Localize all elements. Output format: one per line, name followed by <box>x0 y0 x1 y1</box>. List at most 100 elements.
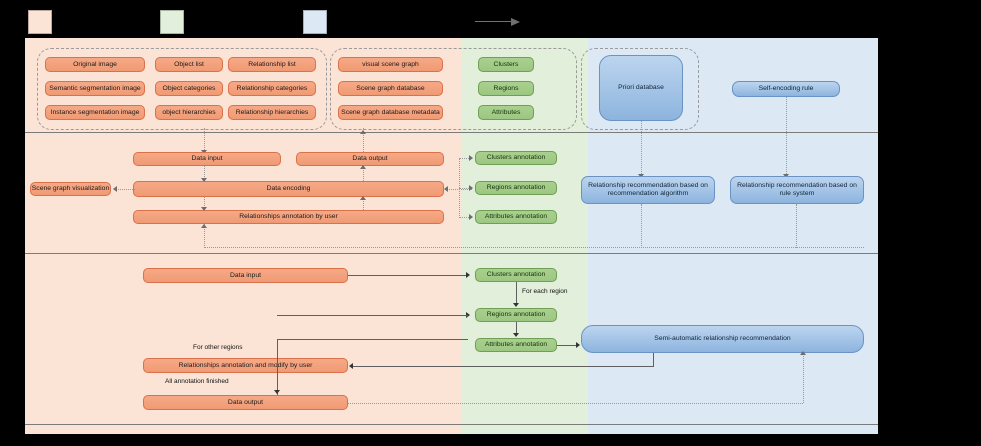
legend <box>0 8 981 36</box>
node-semi-automatic-recommendation[interactable]: Semi-automatic relationship recommendati… <box>581 325 864 353</box>
connector-clusters-to-regions-row3 <box>516 282 517 306</box>
node-regions[interactable]: Regions <box>478 81 534 96</box>
connector-feedback-h <box>204 247 864 248</box>
connector-objects-to-datainput <box>204 128 205 152</box>
row-separator-1 <box>25 132 878 133</box>
arrowhead-clusters-row3 <box>466 272 470 278</box>
connector-other-regions-h <box>277 339 468 340</box>
label-for-other-regions: For other regions <box>193 344 243 351</box>
node-attributes-annotation-row3[interactable]: Attributes annotation <box>475 338 557 352</box>
arrowhead-regions-row3-left <box>466 312 470 318</box>
legend-item-arrow <box>475 8 529 36</box>
arrowhead-relann-feedback <box>201 224 207 228</box>
connector-bus-to-attributes <box>459 217 471 218</box>
node-instance-segmentation-image[interactable]: Instance segmentation image <box>45 105 145 120</box>
connector-output-feedback-v <box>803 353 804 403</box>
node-clusters[interactable]: Clusters <box>478 57 534 72</box>
connector-scene-to-dataoutput <box>363 128 364 152</box>
node-relationships-modify-by-user[interactable]: Relationships annotation and modify by u… <box>143 358 348 373</box>
node-self-encoding-rule[interactable]: Self-encoding rule <box>732 81 840 97</box>
connector-input-to-clusters-row3 <box>348 275 468 276</box>
node-attributes[interactable]: Attributes <box>478 105 534 120</box>
node-row2-data-input[interactable]: Data input <box>133 152 281 166</box>
node-regions-annotation-row3[interactable]: Regions annotation <box>475 308 557 322</box>
connector-regions-to-attributes-row3 <box>516 322 517 336</box>
legend-item-green <box>160 8 192 36</box>
connector-rec-rule-down <box>796 204 797 248</box>
arrowhead-encoding-left <box>444 186 448 192</box>
connector-encoding-to-visualization <box>115 189 135 190</box>
node-object-hierarchies[interactable]: object hierarchies <box>155 105 223 120</box>
node-original-image[interactable]: Original image <box>45 57 145 72</box>
arrowhead-clusters-row2 <box>469 155 473 161</box>
node-attributes-annotation-row2[interactable]: Attributes annotation <box>475 210 557 224</box>
node-row3-data-input[interactable]: Data input <box>143 268 348 283</box>
blue-swatch-icon <box>303 10 327 34</box>
connector-attributes-to-semiauto <box>557 345 579 346</box>
arrowhead-visualization-left <box>113 186 117 192</box>
legend-item-blue <box>303 8 335 36</box>
node-relationship-categories[interactable]: Relationship categories <box>228 81 316 96</box>
node-visual-scene-graph[interactable]: visual scene graph <box>338 57 443 72</box>
group-priori <box>581 48 699 130</box>
connector-bus-to-regions <box>459 188 471 189</box>
green-swatch-icon <box>160 10 184 34</box>
row-separator-2 <box>25 253 878 254</box>
node-clusters-annotation-row3[interactable]: Clusters annotation <box>475 268 557 282</box>
connector-rec-algorithm-down <box>641 204 642 248</box>
node-relationship-list[interactable]: Relationship list <box>228 57 316 72</box>
connector-encoding-to-output <box>363 166 364 181</box>
arrow-right-icon <box>475 16 521 28</box>
node-regions-annotation-row2[interactable]: Regions annotation <box>475 181 557 195</box>
node-object-list[interactable]: Object list <box>155 57 223 72</box>
connector-other-regions-v <box>277 339 278 395</box>
connector-rule-to-rec-rule <box>786 97 787 176</box>
arrowhead-encoding-down <box>201 178 207 182</box>
connector-semiauto-to-modify <box>353 366 654 367</box>
node-clusters-annotation-row2[interactable]: Clusters annotation <box>475 151 557 165</box>
node-scene-graph-visualization[interactable]: Scene graph visualization <box>30 182 111 196</box>
pink-swatch-icon <box>28 10 52 34</box>
node-data-encoding[interactable]: Data encoding <box>133 181 444 197</box>
node-object-categories[interactable]: Object categories <box>155 81 223 96</box>
arrowhead-semiauto <box>576 342 580 348</box>
label-for-each-region: For each region <box>522 288 568 295</box>
arrowhead-attributes-row2 <box>469 214 473 220</box>
arrowhead-output-up <box>360 165 366 169</box>
node-scene-graph-database[interactable]: Scene graph database <box>338 81 443 96</box>
node-rec-based-on-algorithm[interactable]: Relationship recommendation based on rec… <box>581 176 715 204</box>
connector-semiauto-down <box>653 353 654 367</box>
connector-output-feedback-h <box>348 403 803 404</box>
node-relationship-hierarchies[interactable]: Relationship hierarchies <box>228 105 316 120</box>
node-relationships-annotation-by-user[interactable]: Relationships annotation by user <box>133 210 444 224</box>
group-data-sources <box>37 48 327 130</box>
connector-relann-feedback-v <box>204 224 205 248</box>
node-row3-data-output[interactable]: Data output <box>143 395 348 410</box>
arrowhead-attributes-row3-down <box>513 333 519 337</box>
row-separator-3 <box>25 424 878 425</box>
node-priori-database[interactable]: Priori database <box>599 55 683 121</box>
node-semantic-segmentation-image[interactable]: Semantic segmentation image <box>45 81 145 96</box>
connector-priori-to-rec-algorithm <box>641 121 642 176</box>
arrowhead-dataoutput-up <box>360 130 366 134</box>
connector-relann-to-encoding <box>363 197 364 210</box>
connector-other-regions-to-regions <box>277 315 468 316</box>
diagram-canvas: Original image Semantic segmentation ima… <box>25 38 878 434</box>
connector-bus-to-clusters <box>459 158 471 159</box>
arrowhead-relann-down <box>201 207 207 211</box>
arrowhead-regions-row2 <box>469 185 473 191</box>
arrowhead-encoding-up <box>360 196 366 200</box>
node-rec-based-on-rule[interactable]: Relationship recommendation based on rul… <box>730 176 864 204</box>
arrowhead-modify-left <box>349 363 353 369</box>
connector-encoding-to-relann <box>204 197 205 210</box>
group-scene-graph <box>330 48 577 130</box>
arrowhead-dataoutput-row3 <box>274 390 280 394</box>
node-scene-graph-database-metadata[interactable]: Scene graph database metadata <box>338 105 443 120</box>
arrowhead-regions-row3-down <box>513 303 519 307</box>
band-green <box>462 38 588 434</box>
connector-input-to-encoding <box>204 166 205 181</box>
legend-item-pink <box>28 8 60 36</box>
node-row2-data-output[interactable]: Data output <box>296 152 444 166</box>
label-all-annotation-finished: All annotation finished <box>165 378 229 385</box>
